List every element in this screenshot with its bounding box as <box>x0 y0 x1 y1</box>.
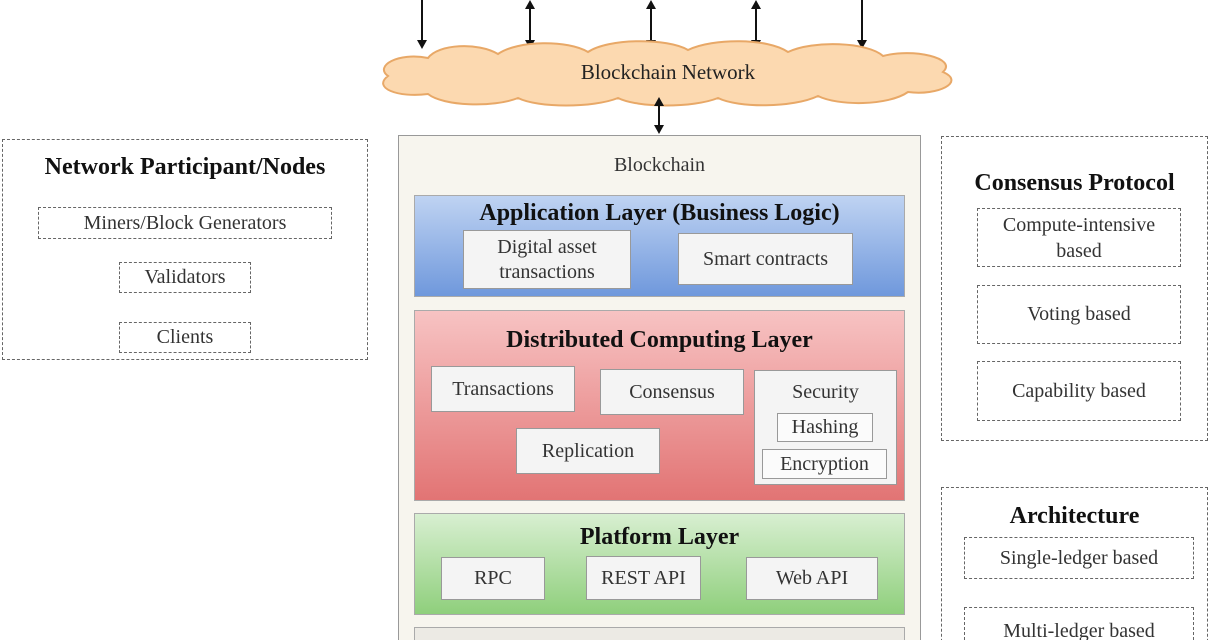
platform-layer-title: Platform Layer <box>579 523 740 550</box>
security-title: Security <box>792 380 859 403</box>
consensus-compute-intensive: Compute-intensive based <box>977 208 1181 267</box>
blockchain-network-cloud: Blockchain Network <box>368 36 968 108</box>
architecture-single-ledger: Single-ledger based <box>964 537 1194 579</box>
distributed-layer-title: Distributed Computing Layer <box>506 326 813 353</box>
cloud-icon <box>382 40 953 107</box>
consensus-box: Consensus <box>600 369 744 415</box>
replication-box: Replication <box>516 428 660 474</box>
rpc-box: RPC <box>441 557 545 600</box>
participant-miners: Miners/Block Generators <box>38 207 332 239</box>
participants-title: Network Participant/Nodes <box>44 153 326 180</box>
digital-asset-transactions-label: Digital asset transactions <box>497 235 597 283</box>
participant-clients: Clients <box>119 322 251 353</box>
blockchain-title: Blockchain <box>613 154 706 176</box>
rest-api-box: REST API <box>586 556 701 600</box>
blockchain-network-label: Blockchain Network <box>580 59 756 84</box>
application-layer-title: Application Layer (Business Logic) <box>479 199 840 226</box>
web-api-box: Web API <box>746 557 878 600</box>
digital-asset-transactions-box: Digital asset transactions <box>463 230 631 289</box>
consensus-title: Consensus Protocol <box>974 169 1175 196</box>
architecture-multi-ledger: Multi-ledger based <box>964 607 1194 640</box>
encryption-box: Encryption <box>762 449 887 479</box>
transactions-box: Transactions <box>431 366 575 412</box>
bottom-layer <box>414 627 905 640</box>
consensus-compute-intensive-label: Compute-intensive based <box>1002 213 1156 262</box>
architecture-title: Architecture <box>1009 502 1140 529</box>
consensus-voting: Voting based <box>977 285 1181 344</box>
consensus-capability: Capability based <box>977 361 1181 421</box>
smart-contracts-box: Smart contracts <box>678 233 853 285</box>
participant-validators: Validators <box>119 262 251 293</box>
hashing-box: Hashing <box>777 413 873 442</box>
